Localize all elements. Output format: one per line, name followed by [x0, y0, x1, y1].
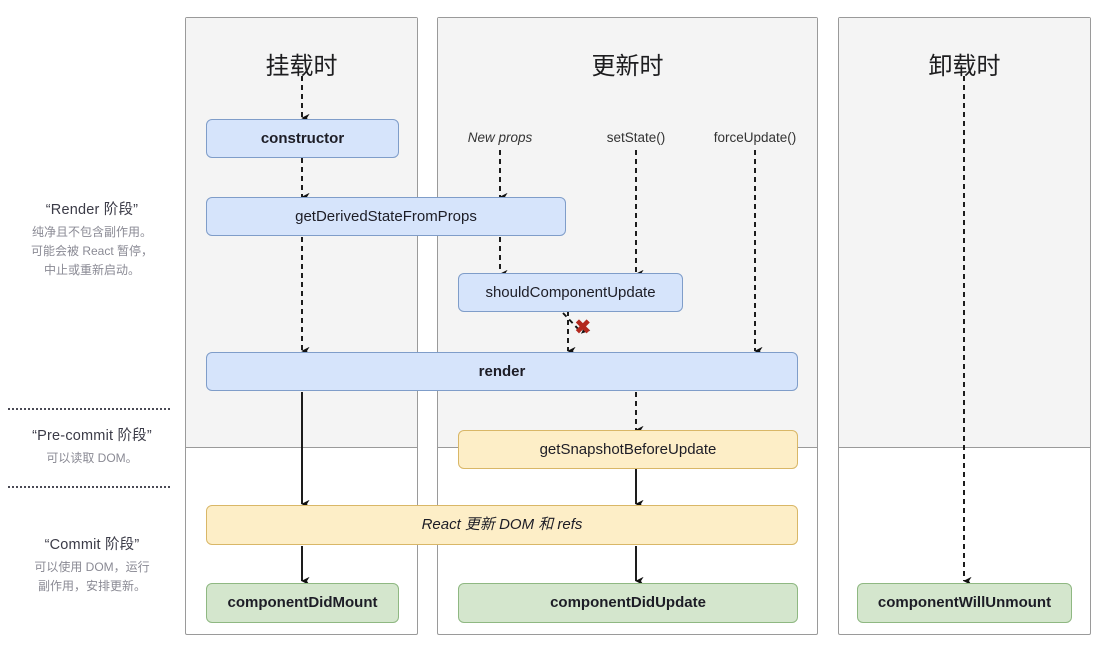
column-title-mounting: 挂载时 — [265, 53, 338, 80]
trigger-new-props: New props — [467, 130, 533, 145]
phase-label-column: “Render 阶段” 纯净且不包含副作用。 可能会被 React 暂停， 中止… — [0, 0, 184, 648]
node-render[interactable]: render — [206, 352, 798, 391]
node-get-derived-state-from-props[interactable]: getDerivedStateFromProps — [206, 197, 566, 236]
trigger-force-update: forceUpdate() — [713, 130, 797, 145]
phase-block-pre-commit: “Pre-commit 阶段” 可以读取 DOM。 — [0, 424, 184, 468]
node-get-snapshot-before-update[interactable]: getSnapshotBeforeUpdate — [458, 430, 798, 469]
node-should-component-update[interactable]: shouldComponentUpdate — [458, 273, 683, 312]
node-component-did-mount[interactable]: componentDidMount — [206, 583, 399, 623]
phase-desc-commit: 可以使用 DOM，运行 副作用，安排更新。 — [34, 560, 150, 593]
abort-cross-icon: ✖ — [574, 316, 592, 339]
column-title-updating: 更新时 — [591, 53, 664, 80]
phase-title-commit: “Commit 阶段” — [44, 537, 140, 553]
panel-unmounting: 卸载时 — [838, 17, 1091, 635]
node-constructor[interactable]: constructor — [206, 119, 399, 158]
phase-divider-bottom — [8, 486, 170, 488]
phase-block-commit: “Commit 阶段” 可以使用 DOM，运行 副作用，安排更新。 — [0, 533, 184, 596]
phase-desc-pre-commit: 可以读取 DOM。 — [46, 451, 138, 465]
trigger-set-state: setState() — [606, 130, 666, 145]
node-react-updates-dom-and-refs[interactable]: React 更新 DOM 和 refs — [206, 505, 798, 545]
phase-divider-top — [8, 408, 170, 410]
panel-unmounting-render-region — [839, 18, 1090, 448]
node-component-will-unmount[interactable]: componentWillUnmount — [857, 583, 1072, 623]
phase-title-render: “Render 阶段” — [45, 202, 139, 218]
phase-block-render: “Render 阶段” 纯净且不包含副作用。 可能会被 React 暂停， 中止… — [0, 198, 184, 280]
node-component-did-update[interactable]: componentDidUpdate — [458, 583, 798, 623]
phase-title-pre-commit: “Pre-commit 阶段” — [32, 428, 152, 444]
phase-desc-render: 纯净且不包含副作用。 可能会被 React 暂停， 中止或重新启动。 — [30, 225, 154, 277]
column-title-unmounting: 卸载时 — [928, 53, 1001, 80]
